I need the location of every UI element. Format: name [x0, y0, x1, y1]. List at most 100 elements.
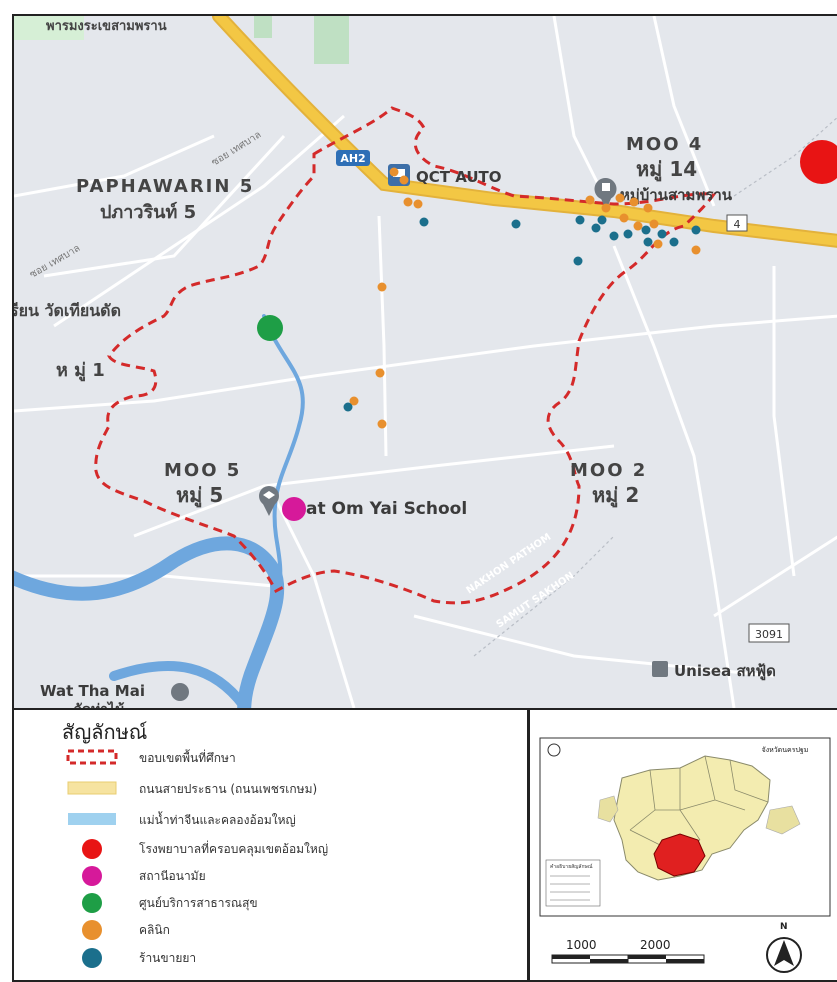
shield-3091-label: 3091 [755, 628, 783, 641]
green-area [314, 16, 349, 64]
inset-province-shape [613, 755, 771, 881]
clinic-marker[interactable] [643, 203, 653, 213]
qct-auto-pin-icon [393, 169, 405, 177]
inset-study-area [653, 833, 706, 877]
legend-label-health-center: ศูนย์บริการสาธารณสุข [139, 896, 258, 910]
legend-item-road: ถนนสายประธาน (ถนนเพชรเกษม) [14, 778, 514, 802]
map-canvas: AH2 4 3091 NAKHON PATHOM SAMUT SAKHON พา… [14, 16, 837, 708]
admin-lines [473, 116, 837, 657]
clinic-marker[interactable] [377, 419, 387, 429]
minor-roads [14, 16, 837, 708]
clinic-marker[interactable] [601, 203, 611, 213]
drugstore-marker[interactable] [419, 217, 429, 227]
north-arrow-icon [766, 937, 802, 973]
inset-neighbour-blobs [597, 795, 801, 835]
inset-legend-box [545, 859, 601, 907]
poi-label-qct-auto: QCT AUTO [416, 168, 502, 186]
place-label-moo5-th: หมู่ 5 [176, 483, 223, 509]
river [14, 314, 305, 708]
drugstore-marker[interactable] [669, 237, 679, 247]
school-pin-icon [262, 502, 276, 516]
legend-label-clinic: คลินิก [139, 923, 170, 937]
place-label-school-cut: รียน วัดเทียนดัด [14, 301, 121, 320]
place-label-moo1: ห มู่ 1 [56, 360, 105, 382]
shield-4-label: 4 [734, 218, 741, 231]
drugstore-marker[interactable] [641, 225, 651, 235]
legend-label-hospital: โรงพยาบาลที่ครอบคลุมเขตอ้อมใหญ่ [139, 842, 329, 856]
legend-item-boundary: ขอบเขตพื้นที่ศึกษา [14, 747, 514, 771]
inset-compass-icon [547, 743, 561, 757]
clinic-marker[interactable] [403, 197, 413, 207]
drugstore-marker[interactable] [591, 223, 601, 233]
shield-ah2 [336, 150, 370, 166]
place-label-paphawarin-en: PAPHAWARIN 5 [76, 176, 254, 197]
poi-label-unisea: Unisea สหฟู้ด [674, 662, 776, 681]
scale-label-2000: 2000 [640, 938, 671, 952]
shield-3091 [748, 623, 790, 643]
poi-label-village: หมู่บ้านสามพราน [620, 186, 733, 205]
clinic-marker[interactable] [629, 197, 639, 207]
drugstore-marker[interactable] [573, 256, 583, 266]
village-pin-icon [599, 194, 613, 210]
drugstore-marker[interactable] [343, 402, 353, 412]
clinic-marker[interactable] [649, 219, 659, 229]
unisea-pin-icon [652, 661, 668, 677]
clinic-marker[interactable] [619, 213, 629, 223]
clinic-drugstore-markers [343, 167, 701, 429]
drugstore-marker[interactable] [643, 237, 653, 247]
inset-legend-heading: คำอธิบายสัญลักษณ์ [550, 863, 593, 870]
place-label-moo5-en: MOO 5 [164, 460, 241, 481]
legend-item-drugstore: ร้านขายยา [14, 947, 514, 971]
wat-pin-icon [171, 683, 189, 701]
poi-label-wat-th: วัดท่าไม้ [74, 700, 124, 708]
inset-legend-lines [550, 875, 590, 901]
clinic-marker[interactable] [615, 193, 625, 203]
clinic-marker[interactable] [349, 396, 359, 406]
place-label-moo4: MOO 4 [626, 134, 703, 155]
inset-title: จังหวัดนครปฐม [762, 746, 809, 754]
clinic-marker[interactable] [389, 167, 399, 177]
legend-item-health-center: ศูนย์บริการสาธารณสุข [14, 892, 514, 916]
legend-symbol-boundary [66, 749, 118, 765]
scale-label-1000: 1000 [566, 938, 597, 952]
clinic-marker[interactable] [413, 199, 423, 209]
main-road [212, 16, 837, 248]
clinic-marker[interactable] [653, 239, 663, 249]
poi-label-wat: Wat Tha Mai [40, 682, 145, 700]
drugstore-marker[interactable] [597, 215, 607, 225]
hospital-marker[interactable] [800, 140, 837, 184]
legend-symbol-hospital [82, 839, 102, 859]
drugstore-marker[interactable] [609, 231, 619, 241]
place-label-paphawarin-th: ปภาวรินท์ 5 [100, 201, 196, 223]
inset-map: จังหวัดนครปฐม คำอธิบายสัญลักษณ์ [528, 708, 837, 982]
clinic-marker[interactable] [377, 282, 387, 292]
clinic-marker[interactable] [691, 245, 701, 255]
main-map[interactable]: AH2 4 3091 NAKHON PATHOM SAMUT SAKHON พา… [12, 14, 837, 708]
clinic-marker[interactable] [399, 175, 409, 185]
clinic-marker[interactable] [375, 368, 385, 378]
drugstore-marker[interactable] [691, 225, 701, 235]
shield-ah2-label: AH2 [340, 152, 365, 165]
legend-label-drugstore: ร้านขายยา [139, 951, 197, 965]
drugstore-marker[interactable] [623, 229, 633, 239]
legend-symbol-river [68, 813, 116, 825]
drugstore-marker[interactable] [511, 219, 521, 229]
poi-label-school: at Om Yai School [306, 499, 467, 519]
legend-item-health-station: สถานีอนามัย [14, 865, 514, 889]
clinic-marker[interactable] [585, 195, 595, 205]
clinic-marker[interactable] [633, 221, 643, 231]
green-area [14, 16, 84, 40]
legend-label-boundary: ขอบเขตพื้นที่ศึกษา [139, 751, 236, 765]
legend-item-clinic: คลินิก [14, 919, 514, 943]
legend-symbol-road [67, 781, 117, 795]
drugstore-marker[interactable] [657, 229, 667, 239]
health-center-marker[interactable] [257, 315, 283, 341]
health-station-marker[interactable] [282, 497, 306, 521]
north-label: N [780, 922, 788, 932]
place-label-moo2-en: MOO 2 [570, 460, 647, 481]
legend-item-hospital: โรงพยาบาลที่ครอบคลุมเขตอ้อมใหญ่ [14, 838, 514, 862]
drugstore-marker[interactable] [575, 215, 585, 225]
legend-title: สัญลักษณ์ [62, 720, 148, 744]
place-label-moo2-th: หมู่ 2 [592, 483, 639, 509]
